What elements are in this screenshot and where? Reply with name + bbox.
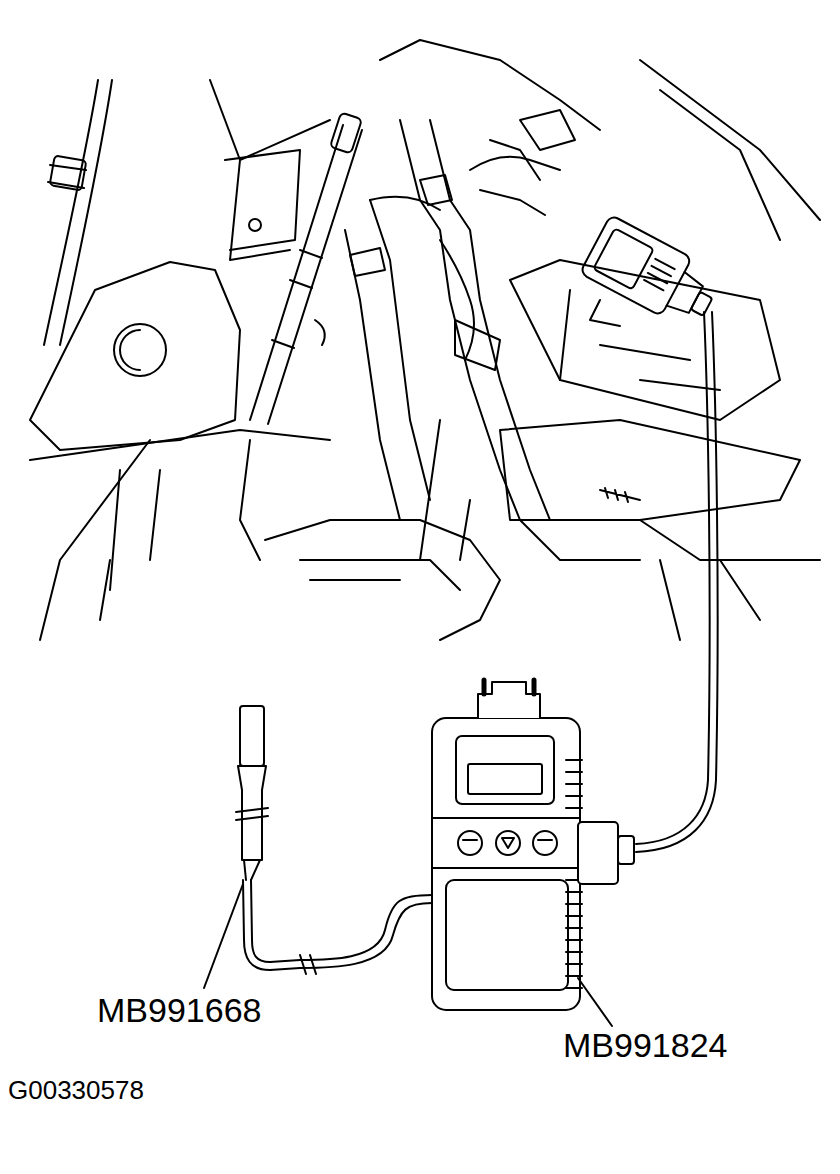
tool-part-number: MB991668 — [97, 993, 261, 1027]
figure-id: G00330578 — [8, 1077, 144, 1103]
tool-part-number: MB991824 — [563, 1028, 727, 1062]
